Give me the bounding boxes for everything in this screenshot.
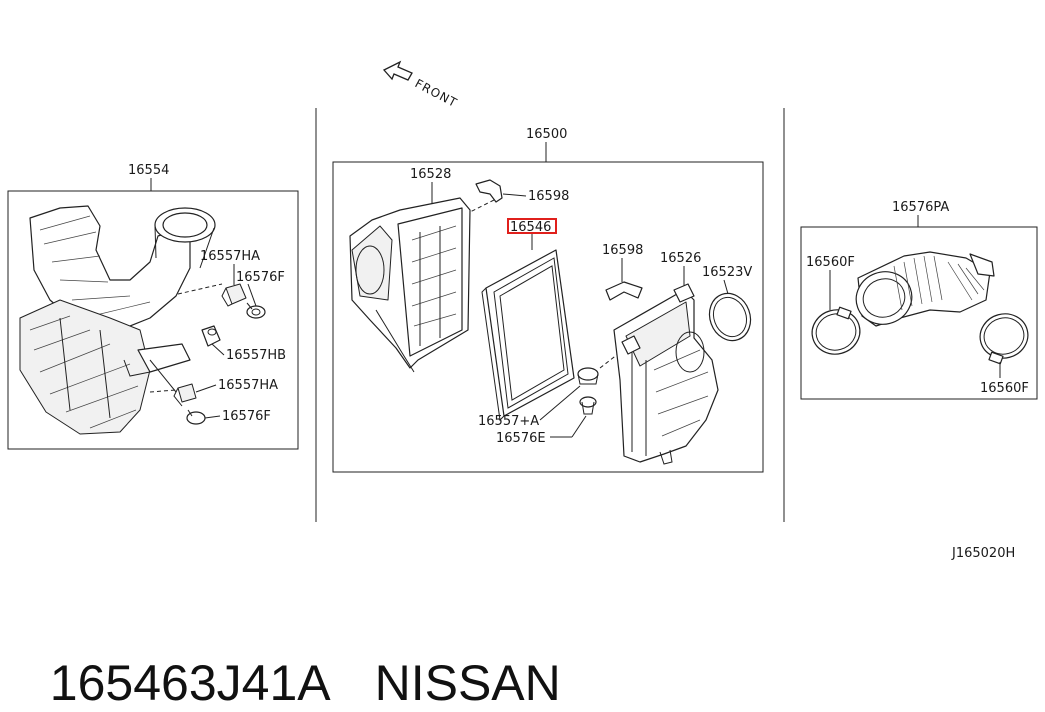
label-16576e: 16576E: [496, 431, 546, 446]
bolt-icon: [186, 409, 206, 425]
parts-diagram: FRONT 16554: [7, 60, 1038, 561]
label-16523v: 16523V: [702, 265, 752, 280]
label-16576f-top: 16576F: [236, 270, 285, 285]
group-box-left: [7, 190, 299, 450]
seal-ring-icon: [708, 292, 752, 342]
label-16557a: 16557+A: [478, 414, 539, 429]
intake-hose-icon: [855, 251, 995, 327]
label-16576f-bot: 16576F: [222, 409, 271, 424]
hose-clamp-icon: [979, 313, 1029, 365]
brand-name: NISSAN: [374, 655, 561, 711]
bolt-icon: [246, 302, 266, 319]
air-box-lower-icon: [613, 283, 719, 465]
grommet-icon: [221, 283, 247, 307]
air-duct-icon: [19, 205, 216, 435]
group-box-right: [800, 226, 1038, 400]
label-16557ha-bot: 16557HA: [218, 378, 278, 393]
label-16557ha-top: 16557HA: [200, 249, 260, 264]
label-16526: 16526: [660, 251, 701, 266]
label-16560f-right: 16560F: [980, 381, 1029, 396]
label-16560f-left: 16560F: [806, 255, 855, 270]
group-title-center: 16500: [526, 127, 567, 142]
clip-icon: [605, 281, 643, 301]
front-label: FRONT: [413, 76, 460, 110]
pipe-fitting-icon: [475, 179, 503, 203]
grommet-icon: [201, 325, 221, 347]
group-box-center: [332, 161, 764, 473]
label-16557hb: 16557HB: [226, 348, 286, 363]
grommet-icon: [577, 367, 599, 385]
bolt-icon: [579, 396, 597, 415]
air-box-lid-icon: [349, 197, 471, 373]
label-16546: 16546: [510, 220, 551, 235]
label-16528: 16528: [410, 167, 451, 182]
footer-caption: 165463J41A NISSAN: [22, 596, 561, 712]
air-filter-icon: [481, 249, 575, 422]
group-title-right: 16576PA: [892, 200, 949, 215]
diagram-code: J165020H: [951, 546, 1015, 561]
label-16598-top: 16598: [528, 189, 569, 204]
part-number: 165463J41A: [49, 655, 331, 711]
hose-clamp-icon: [811, 306, 861, 355]
front-arrow-icon: [382, 60, 413, 81]
label-16598-mid: 16598: [602, 243, 643, 258]
grommet-icon: [173, 383, 197, 407]
group-title-left: 16554: [128, 163, 169, 178]
highlight-box-16546: [507, 218, 557, 234]
